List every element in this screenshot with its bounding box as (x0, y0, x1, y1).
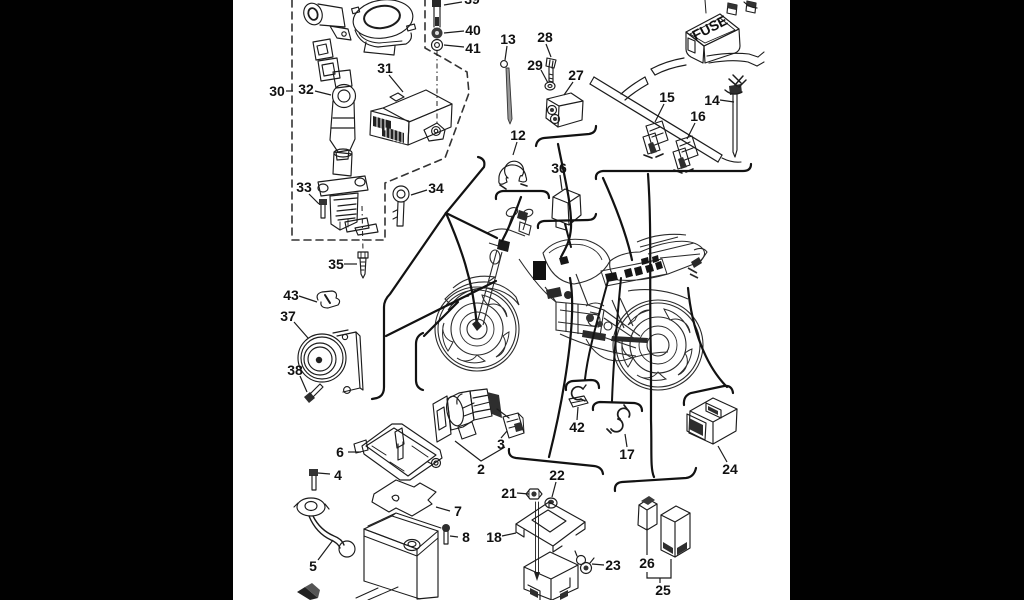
svg-text:8: 8 (462, 529, 470, 545)
svg-text:39: 39 (464, 0, 480, 7)
svg-text:41: 41 (465, 40, 481, 56)
svg-text:6: 6 (336, 444, 344, 460)
svg-text:42: 42 (569, 419, 585, 435)
svg-text:34: 34 (428, 180, 444, 196)
svg-text:16: 16 (690, 108, 706, 124)
svg-text:4: 4 (334, 467, 342, 483)
svg-text:33: 33 (296, 179, 312, 195)
svg-text:22: 22 (549, 467, 565, 483)
svg-text:15: 15 (659, 89, 675, 105)
svg-text:12: 12 (510, 127, 526, 143)
svg-text:29: 29 (527, 57, 543, 73)
svg-text:7: 7 (454, 503, 462, 519)
svg-text:26: 26 (639, 555, 655, 571)
svg-text:36: 36 (551, 160, 567, 176)
svg-text:32: 32 (298, 81, 314, 97)
svg-text:17: 17 (619, 446, 635, 462)
svg-text:37: 37 (280, 308, 296, 324)
svg-text:40: 40 (465, 22, 481, 38)
svg-text:5: 5 (309, 558, 317, 574)
svg-text:35: 35 (328, 256, 344, 272)
svg-text:23: 23 (605, 557, 621, 573)
svg-text:13: 13 (500, 31, 516, 47)
svg-text:28: 28 (537, 29, 553, 45)
svg-text:25: 25 (655, 582, 671, 598)
svg-text:14: 14 (704, 92, 720, 108)
svg-text:30: 30 (269, 83, 285, 99)
svg-text:3: 3 (497, 436, 505, 452)
svg-text:18: 18 (486, 529, 502, 545)
svg-text:31: 31 (377, 60, 393, 76)
svg-text:24: 24 (722, 461, 738, 477)
svg-text:21: 21 (501, 485, 517, 501)
svg-text:2: 2 (477, 461, 485, 477)
svg-text:43: 43 (283, 287, 299, 303)
svg-text:38: 38 (287, 362, 303, 378)
svg-text:27: 27 (568, 67, 584, 83)
